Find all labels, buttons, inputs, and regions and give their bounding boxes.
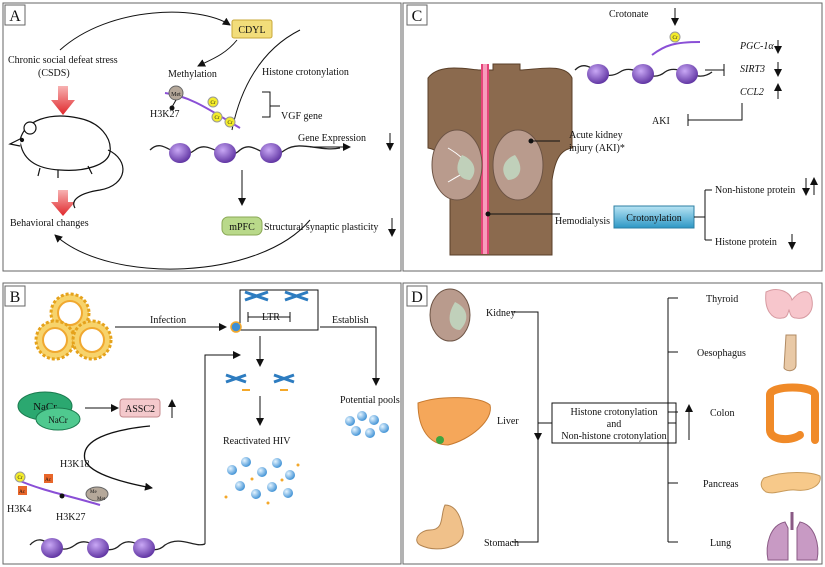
kidney-right: [492, 129, 544, 201]
reactivated-hiv-particles: [224, 457, 300, 505]
mpfc-box: [221, 216, 263, 236]
kidney-label: Kidney: [486, 308, 515, 319]
assc2-label: ASSC2: [125, 404, 155, 415]
non-histone-protein-label: Non-histone protein: [715, 185, 795, 196]
gene-expression-label: Gene Expression: [298, 133, 366, 144]
potential-pools-label: Potential pools: [340, 395, 400, 406]
panel-a: CDYL Methylation Histone crotonylation C…: [8, 11, 396, 270]
panel-c: Acute kidney injury (AKI)* Hemodialysis …: [427, 8, 818, 256]
potential-pools-cells: [345, 411, 389, 438]
nucleosome: [214, 143, 236, 163]
box-line2: and: [607, 419, 621, 430]
hiv-virus-cluster: [34, 292, 113, 361]
nucleosome: [632, 64, 654, 84]
svg-text:Cr: Cr: [215, 116, 220, 121]
behavioral-changes-label: Behavioral changes: [10, 218, 89, 229]
pancreas-organ: [760, 472, 821, 494]
h3k27-label-a: H3K27: [150, 109, 179, 120]
kidney-organ: [429, 288, 471, 342]
oesophagus-organ: [783, 334, 797, 372]
stomach-organ: [416, 504, 464, 550]
liver-label: Liver: [497, 416, 519, 427]
box-line1: Histone crotonylation: [571, 407, 658, 418]
nacr-label-2: NaCr: [48, 415, 68, 425]
nucleosome: [133, 538, 155, 558]
aki-label: AKI: [652, 116, 670, 127]
panel-d: Kidney Liver Stomach Histone crotonylati…: [416, 288, 821, 561]
cdyl-label: CDYL: [238, 25, 265, 36]
panel-a-frame: [2, 2, 402, 272]
crotonylation-label: Crotonylation: [626, 213, 682, 224]
nucleosome: [169, 143, 191, 163]
pancreas-label: Pancreas: [703, 479, 739, 490]
box-line3: Non-histone crotonylation: [561, 431, 666, 442]
panel-b-letter: B: [10, 289, 21, 306]
panel-c-frame: [402, 2, 823, 272]
colon-organ: [766, 383, 819, 444]
cr-marker-c: Cr: [673, 36, 678, 41]
h3k18-label: H3K18: [60, 459, 89, 470]
liver-organ: [417, 397, 491, 446]
panel-d-letter: D: [411, 289, 423, 306]
csds-line2: (CSDS): [38, 68, 70, 79]
structural-plasticity-label: Structural synaptic plasticity: [264, 222, 378, 233]
lung-label: Lung: [710, 538, 731, 549]
cdyl-box: [231, 19, 273, 39]
sirt3-label: SIRT3: [740, 64, 765, 75]
me-marker: Me: [90, 490, 97, 495]
met-marker-b: Met: [97, 497, 106, 502]
crotonate-label: Crotonate: [609, 9, 649, 20]
colon-label: Colon: [710, 408, 734, 419]
methylation-label: Methylation: [168, 69, 217, 80]
nucleosome: [676, 64, 698, 84]
thyroid-label: Thyroid: [706, 294, 738, 305]
aki-line2: injury (AKI)*: [569, 143, 625, 154]
panel-a-letter: A: [9, 8, 21, 25]
cr-markers-a: Cr Cr Cr: [207, 96, 236, 128]
nucleosome: [87, 538, 109, 558]
aki-line1: Acute kidney: [569, 130, 623, 141]
h3k27-label-b: H3K27: [56, 512, 85, 523]
red-arrow-1: [51, 86, 75, 115]
ac-marker-b2: Ac: [45, 478, 52, 483]
h3k4-label: H3K4: [7, 504, 31, 515]
reactivated-hiv-label: Reactivated HIV: [223, 436, 291, 447]
met-marker-a: Met: [171, 92, 181, 98]
red-arrow-2: [51, 190, 75, 216]
stomach-label: Stomach: [484, 538, 519, 549]
nucleosome: [260, 143, 282, 163]
nucleosome: [41, 538, 63, 558]
hemodialysis-label: Hemodialysis: [555, 216, 610, 227]
infection-label: Infection: [150, 315, 186, 326]
pgc1a-label: PGC-1α: [739, 41, 774, 52]
panel-d-frame: [402, 282, 823, 565]
histone-crotonylation-label: Histone crotonylation: [262, 67, 349, 78]
panel-b: Infection LTR Establish Potential pools …: [7, 289, 400, 558]
mouse-illustration: [8, 115, 124, 209]
vgf-gene-label: VGF gene: [281, 111, 323, 122]
thyroid-organ: [765, 289, 813, 319]
panel-c-letter: C: [412, 8, 423, 25]
assc2-box: [119, 398, 161, 418]
ltr-box: [239, 289, 319, 331]
svg-text:Cr: Cr: [211, 101, 216, 106]
cr-marker-b: Cr: [18, 476, 23, 481]
oesophagus-label: Oesophagus: [697, 348, 746, 359]
ac-marker-b1: Ac: [19, 490, 26, 495]
histone-protein-label: Histone protein: [715, 237, 777, 248]
kidney-left: [431, 129, 483, 201]
mpfc-label: mPFC: [229, 222, 255, 233]
establish-label: Establish: [332, 315, 369, 326]
crotonylation-summary-box: [551, 402, 677, 444]
csds-line1: Chronic social defeat stress: [8, 55, 118, 66]
ccl2-label: CCL2: [740, 87, 764, 98]
nucleosome: [587, 64, 609, 84]
lung-organ: [766, 512, 819, 561]
ltr-label: LTR: [262, 312, 280, 323]
svg-text:Cr: Cr: [228, 121, 233, 126]
panel-b-frame: [2, 282, 402, 565]
